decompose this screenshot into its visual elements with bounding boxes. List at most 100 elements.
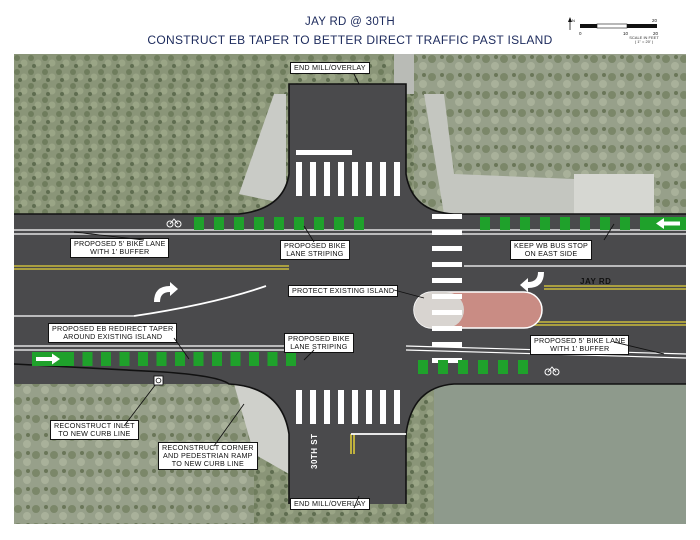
callout-line: KEEP WB BUS STOP	[514, 241, 589, 250]
callout-reconstruct-corner: RECONSTRUCT CORNER AND PEDESTRIAN RAMP T…	[158, 442, 258, 470]
crosswalk-bar-south	[310, 390, 316, 424]
bike-symbol-icon	[544, 366, 560, 376]
callout-line: TO NEW CURB LINE	[58, 429, 131, 438]
bike-lane-dash-wb-east	[620, 217, 630, 230]
crosswalk-bar-east	[432, 230, 462, 235]
bike-lane-dash-eb	[138, 352, 148, 366]
jay-rd-label: JAY RD	[580, 277, 612, 286]
callout-line: WITH 1' BUFFER	[550, 344, 610, 353]
bike-lane-dash-eb-east	[418, 360, 428, 374]
bike-lane-dash-eb	[193, 352, 204, 366]
crosswalk-bar-north	[310, 162, 316, 196]
bike-lane-dash-eb	[212, 352, 222, 366]
bike-lane-dash-wb-east	[580, 217, 590, 230]
callout-bike-lane-west: PROPOSED 5' BIKE LANE WITH 1' BUFFER	[70, 238, 170, 258]
scale-top-20: 20	[652, 18, 658, 23]
eb-redirect-taper-line	[133, 285, 267, 317]
callout-line: AROUND EXISTING ISLAND	[63, 332, 163, 341]
bike-lane-dash-eb	[101, 352, 111, 366]
crosswalk-bar-east	[432, 326, 462, 331]
crosswalk-bar-south	[338, 390, 344, 424]
ne-curb-return	[406, 174, 454, 214]
stop-bar-north	[296, 150, 352, 155]
bike-lane-dash-wb	[274, 217, 284, 230]
crosswalk-bar-north	[352, 162, 358, 196]
drawing-subtitle: CONSTRUCT EB TAPER TO BETTER DIRECT TRAF…	[147, 33, 553, 47]
bike-lane-dash-eb	[230, 352, 241, 366]
bike-lane-dash-eb	[119, 352, 130, 366]
bike-lane-dash-eb-east	[458, 360, 468, 374]
crosswalk-bar-east	[432, 278, 462, 283]
scale-tick-10: 10	[623, 31, 629, 36]
southwest-curb-line	[14, 363, 290, 504]
scale-segment-light	[596, 23, 628, 29]
north-label: N	[572, 18, 575, 23]
callout-line: RECONSTRUCT CORNER	[162, 443, 254, 452]
scale-tick-0: 0	[579, 31, 582, 36]
scale-segment-dark	[627, 24, 657, 28]
crosswalk-bar-north	[338, 162, 344, 196]
bike-lane-dash-eb	[286, 352, 296, 366]
bike-lane-dash-wb	[194, 217, 204, 230]
callout-line: TO NEW CURB LINE	[171, 459, 244, 468]
crosswalk-bar-south	[352, 390, 358, 424]
bike-lane-dash-wb-east	[540, 217, 550, 230]
callout-line: ON EAST SIDE	[524, 249, 578, 258]
callout-line: LANE STRIPING	[286, 249, 344, 258]
bike-lane-dash-eb-east	[518, 360, 528, 374]
callout-bike-striping-north: PROPOSED BIKE LANE STRIPING	[280, 240, 350, 260]
bike-lane-dash-wb	[254, 217, 264, 230]
callout-line: PROPOSED BIKE	[284, 241, 346, 250]
bike-lane-dash-wb	[314, 217, 324, 230]
callout-bike-striping-south: PROPOSED BIKE LANE STRIPING	[284, 333, 354, 353]
bike-lane-dash-wb	[234, 217, 244, 230]
scale-segment-dark	[580, 24, 597, 28]
aerial-southeast	[434, 384, 686, 524]
bike-lane-dash-eb-east	[478, 360, 488, 374]
bike-lane-dash-wb-east	[520, 217, 530, 230]
bike-lane-dash-wb-east	[480, 217, 490, 230]
eb-left-turn-arrow-icon	[154, 282, 178, 302]
wb-left-turn-arrow-icon	[520, 272, 544, 292]
bike-lane-dash-eb-east	[438, 360, 448, 374]
scale-note: SCALE IN FEET ( 1" = 20' )	[624, 36, 664, 44]
bike-lane-dash-wb-east	[600, 217, 610, 230]
crosswalk-bar-north	[296, 162, 302, 196]
30th-st-label: 30TH ST	[310, 433, 319, 469]
bike-lane-dash-eb	[64, 352, 74, 366]
callout-line: PROPOSED 5' BIKE LANE	[534, 336, 626, 345]
crosswalk-bar-east	[432, 310, 462, 315]
bike-lane-dash-wb-east	[560, 217, 570, 230]
north-curb-line	[14, 83, 686, 215]
callout-line: PROPOSED 5' BIKE LANE	[74, 239, 166, 248]
bike-lane-dash-wb	[214, 217, 224, 230]
bike-lane-dash-wb	[334, 217, 344, 230]
eb-bike-arrow-icon	[36, 353, 60, 365]
bus-stop-pad	[574, 174, 654, 214]
callout-protect-island: PROTECT EXISTING ISLAND	[288, 285, 399, 297]
callout-line: WITH 1' BUFFER	[90, 247, 150, 256]
southeast-curb-line	[405, 383, 686, 504]
bike-symbol-icon	[166, 218, 182, 228]
bike-lane-dash-eb	[156, 352, 167, 366]
crosswalk-bar-south	[380, 390, 386, 424]
scale-note-line1: SCALE IN FEET	[629, 35, 659, 40]
callout-line: PROPOSED EB REDIRECT TAPER	[52, 324, 174, 333]
crosswalk-bar-north	[324, 162, 330, 196]
scale-bar: N 0 10 20 20	[568, 17, 659, 36]
callout-eb-redirect-taper: PROPOSED EB REDIRECT TAPER AROUND EXISTI…	[48, 323, 178, 343]
callout-bike-lane-east: PROPOSED 5' BIKE LANE WITH 1' BUFFER	[530, 335, 630, 355]
bike-lane-dash-wb	[354, 217, 364, 230]
callout-end-mill-bottom: END MILL/OVERLAY	[290, 498, 370, 510]
crosswalk-bar-east	[432, 214, 462, 219]
crosswalk-bar-north	[380, 162, 386, 196]
callout-line: RECONSTRUCT INLET	[54, 421, 135, 430]
southwest-corner-ramp	[234, 384, 289, 474]
callout-line: LANE STRIPING	[290, 342, 348, 351]
sw-curb-return	[224, 384, 289, 434]
crosswalk-bar-east	[432, 262, 462, 267]
se-curb-return	[406, 384, 454, 434]
bike-lane-dash-eb	[82, 352, 93, 366]
crosswalk-bar-east	[432, 342, 462, 347]
crosswalk-bar-east	[432, 246, 462, 251]
